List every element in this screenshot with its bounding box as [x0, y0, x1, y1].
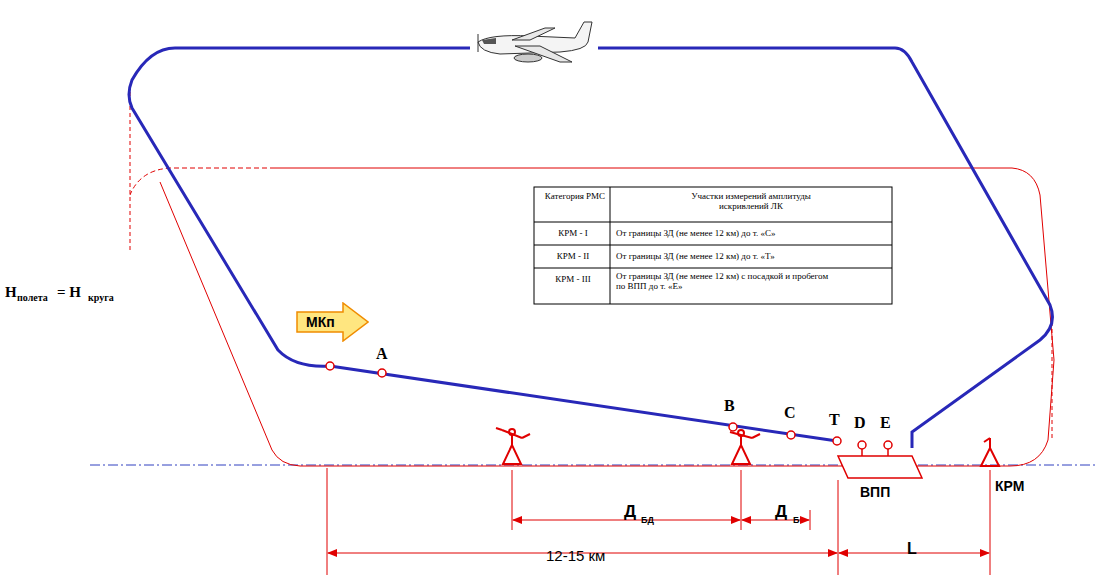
projection-dash — [130, 92, 131, 250]
projection-outline — [160, 182, 300, 466]
beacon-label: КРМ — [995, 478, 1024, 494]
table-cell: КРМ - I — [540, 228, 606, 238]
point-letter: B — [724, 397, 735, 415]
arrow-outline — [297, 303, 368, 341]
distance-symbol: Д — [624, 502, 636, 522]
altitude-subscript: полета — [17, 292, 48, 304]
table-cell: От границы ЗД (не менее 12 км) до т. «Т» — [616, 251, 775, 261]
table-cell: От границы ЗД (не менее 12 км) до т. «С» — [616, 228, 775, 238]
aircraft-icon — [470, 22, 598, 74]
distance-subscript: БД — [641, 515, 654, 525]
dimension-label: 12-15 км — [546, 547, 605, 564]
point-letter: A — [376, 345, 388, 363]
distance-subscript: Б — [793, 515, 799, 525]
dimension-lines — [327, 468, 990, 575]
point-letter: T — [829, 411, 840, 429]
altitude-symbol: = Н — [57, 284, 81, 301]
beacon-symbols — [496, 428, 999, 466]
check-points — [326, 362, 892, 456]
arrow-label: МКп — [306, 314, 335, 330]
runway-label: ВПП — [860, 484, 890, 500]
projection-dash — [1052, 322, 1053, 440]
center-line — [90, 465, 1095, 466]
projection-outline-dashed — [130, 168, 275, 195]
table-cell: Категория РМС — [544, 191, 606, 201]
projection-outline — [275, 168, 1054, 466]
distance-symbol: Д — [775, 502, 787, 522]
altitude-subscript: круга — [88, 292, 114, 304]
table-grid — [534, 187, 892, 304]
runway — [838, 456, 922, 478]
dimension-label: L — [907, 540, 917, 558]
table-cell: КРМ - III — [540, 274, 606, 284]
table-cell: КРМ - II — [540, 251, 606, 261]
glide-path — [330, 366, 837, 441]
table-cell: Участки измерений амплитуды искривлений … — [676, 191, 826, 212]
altitude-symbol: Н — [5, 284, 17, 301]
table-cell: От границы ЗД (не менее 12 км) с посадко… — [616, 271, 831, 292]
point-letter: C — [784, 404, 796, 422]
heading-arrow: МКп — [296, 302, 369, 342]
flight-circuit — [129, 48, 1052, 448]
point-letter: E — [880, 414, 891, 432]
point-letter: D — [854, 414, 866, 432]
